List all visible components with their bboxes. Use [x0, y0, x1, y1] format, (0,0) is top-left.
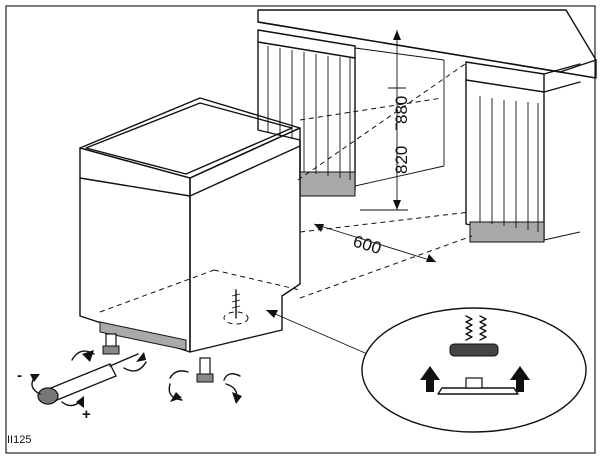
front-foot-right [199, 357, 211, 377]
foot-cap [449, 343, 499, 357]
left-plinth [299, 171, 356, 197]
right-cabinet [465, 61, 581, 243]
kitchen-units [257, 9, 597, 243]
dishwasher-side [189, 127, 301, 353]
dim-width: 600 [351, 232, 384, 258]
dim-height-min: 820 [392, 146, 411, 174]
dishwasher-front [79, 147, 191, 353]
detail-circle [361, 307, 587, 433]
up-arrow-right [510, 366, 530, 392]
left-cabinet [257, 29, 356, 197]
dishwasher-plinth [99, 321, 187, 351]
up-arrow-left [420, 366, 440, 392]
figure-code: II125 [7, 434, 31, 446]
detail-callout [265, 307, 587, 433]
figure-border [5, 5, 596, 454]
dimension-lines: 880 820 600 [297, 30, 473, 299]
minus-sign: - [17, 367, 22, 384]
plus-sign: + [82, 406, 91, 423]
dim-height-max: 880 [392, 96, 411, 124]
worktop [257, 9, 597, 79]
dishwasher [79, 97, 301, 383]
adjustment-tool: - + [17, 353, 139, 423]
rear-foot-marker [223, 311, 249, 325]
rotation-arrows [71, 350, 242, 404]
right-plinth [469, 221, 545, 243]
